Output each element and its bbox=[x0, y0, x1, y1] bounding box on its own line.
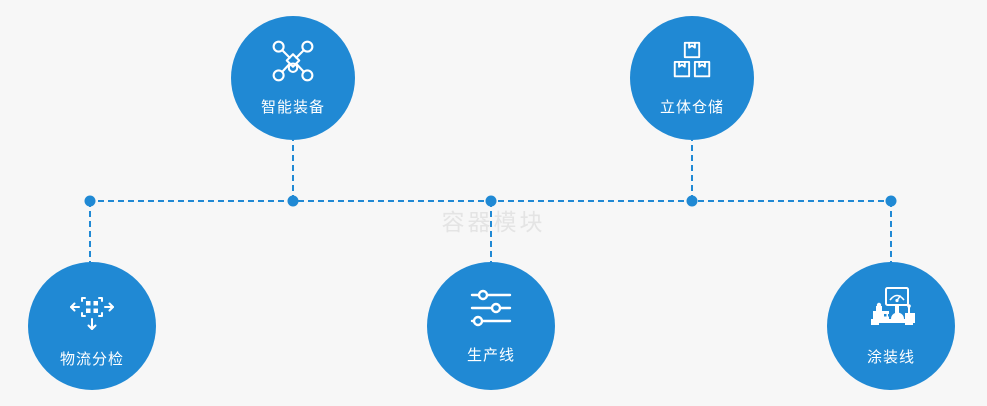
node-logistics-sorting[interactable]: 物流分检 bbox=[28, 262, 156, 390]
sliders-icon bbox=[467, 286, 515, 330]
node-label-intelligent-equipment: 智能装备 bbox=[260, 98, 325, 116]
junction-dot-stereo-warehouse[interactable] bbox=[686, 195, 698, 207]
node-label-production-line: 生产线 bbox=[466, 346, 515, 364]
network-nodes-icon bbox=[270, 38, 316, 84]
factory-machine-icon bbox=[865, 286, 917, 332]
junction-dot-intelligent-equipment[interactable] bbox=[287, 195, 299, 207]
node-intelligent-equipment[interactable]: 智能装备 bbox=[231, 16, 355, 140]
node-production-line[interactable]: 生产线 bbox=[427, 262, 555, 390]
junction-dot-coating-line[interactable] bbox=[885, 195, 897, 207]
sorting-arrows-icon bbox=[68, 286, 116, 334]
node-stereo-warehouse[interactable]: 立体仓储 bbox=[630, 16, 754, 140]
node-label-logistics-sorting: 物流分检 bbox=[59, 350, 124, 368]
junction-dot-logistics-sorting[interactable] bbox=[84, 195, 96, 207]
node-label-stereo-warehouse: 立体仓储 bbox=[659, 98, 724, 116]
node-label-coating-line: 涂装线 bbox=[866, 348, 915, 366]
node-coating-line[interactable]: 涂装线 bbox=[827, 262, 955, 390]
junction-dot-production-line[interactable] bbox=[485, 195, 497, 207]
stacked-boxes-icon bbox=[669, 38, 715, 84]
